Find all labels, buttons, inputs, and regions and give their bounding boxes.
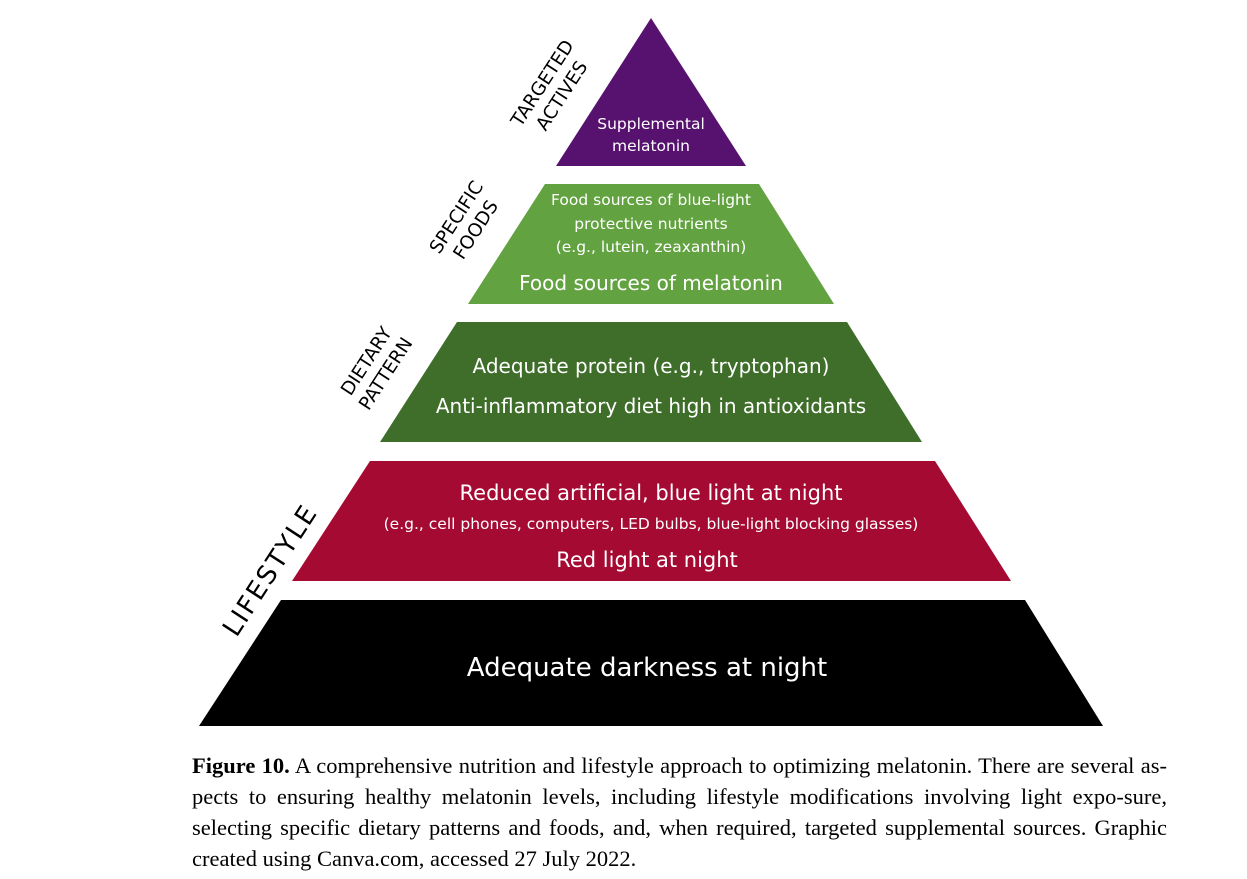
foods-text-line4: Food sources of melatonin	[519, 271, 783, 295]
tier-base-shape	[199, 600, 1103, 726]
dietary-text-line2: Anti-inflammatory diet high in antioxida…	[436, 394, 866, 418]
tier-targeted-shape	[556, 18, 746, 166]
base-text-line1: Adequate darkness at night	[467, 653, 827, 683]
foods-text-line2: protective nutrients	[574, 215, 727, 233]
targeted-text-line2: melatonin	[612, 137, 690, 155]
figure-caption: Figure 10. A comprehensive nutrition and…	[192, 750, 1167, 874]
dietary-text-line1: Adequate protein (e.g., tryptophan)	[473, 354, 830, 378]
tier-foods-shape	[468, 184, 834, 304]
lifestyle-text-line3: Red light at night	[556, 548, 738, 572]
tier-dietary-shape	[380, 322, 922, 442]
lifestyle-text-line2: (e.g., cell phones, computers, LED bulbs…	[384, 515, 919, 533]
figure-caption-text: A comprehensive nutrition and lifestyle …	[192, 753, 1167, 871]
foods-text-line3: (e.g., lutein, zeaxanthin)	[556, 238, 747, 256]
foods-text-line1: Food sources of blue-light	[551, 191, 751, 209]
lifestyle-text-line1: Reduced artificial, blue light at night	[460, 481, 843, 505]
targeted-text-line1: Supplemental	[597, 115, 705, 133]
figure-caption-label: Figure 10.	[192, 753, 290, 778]
tier-lifestyle-shape	[292, 461, 1011, 581]
melatonin-pyramid-diagram: Supplemental melatonin Food sources of b…	[199, 18, 1103, 726]
